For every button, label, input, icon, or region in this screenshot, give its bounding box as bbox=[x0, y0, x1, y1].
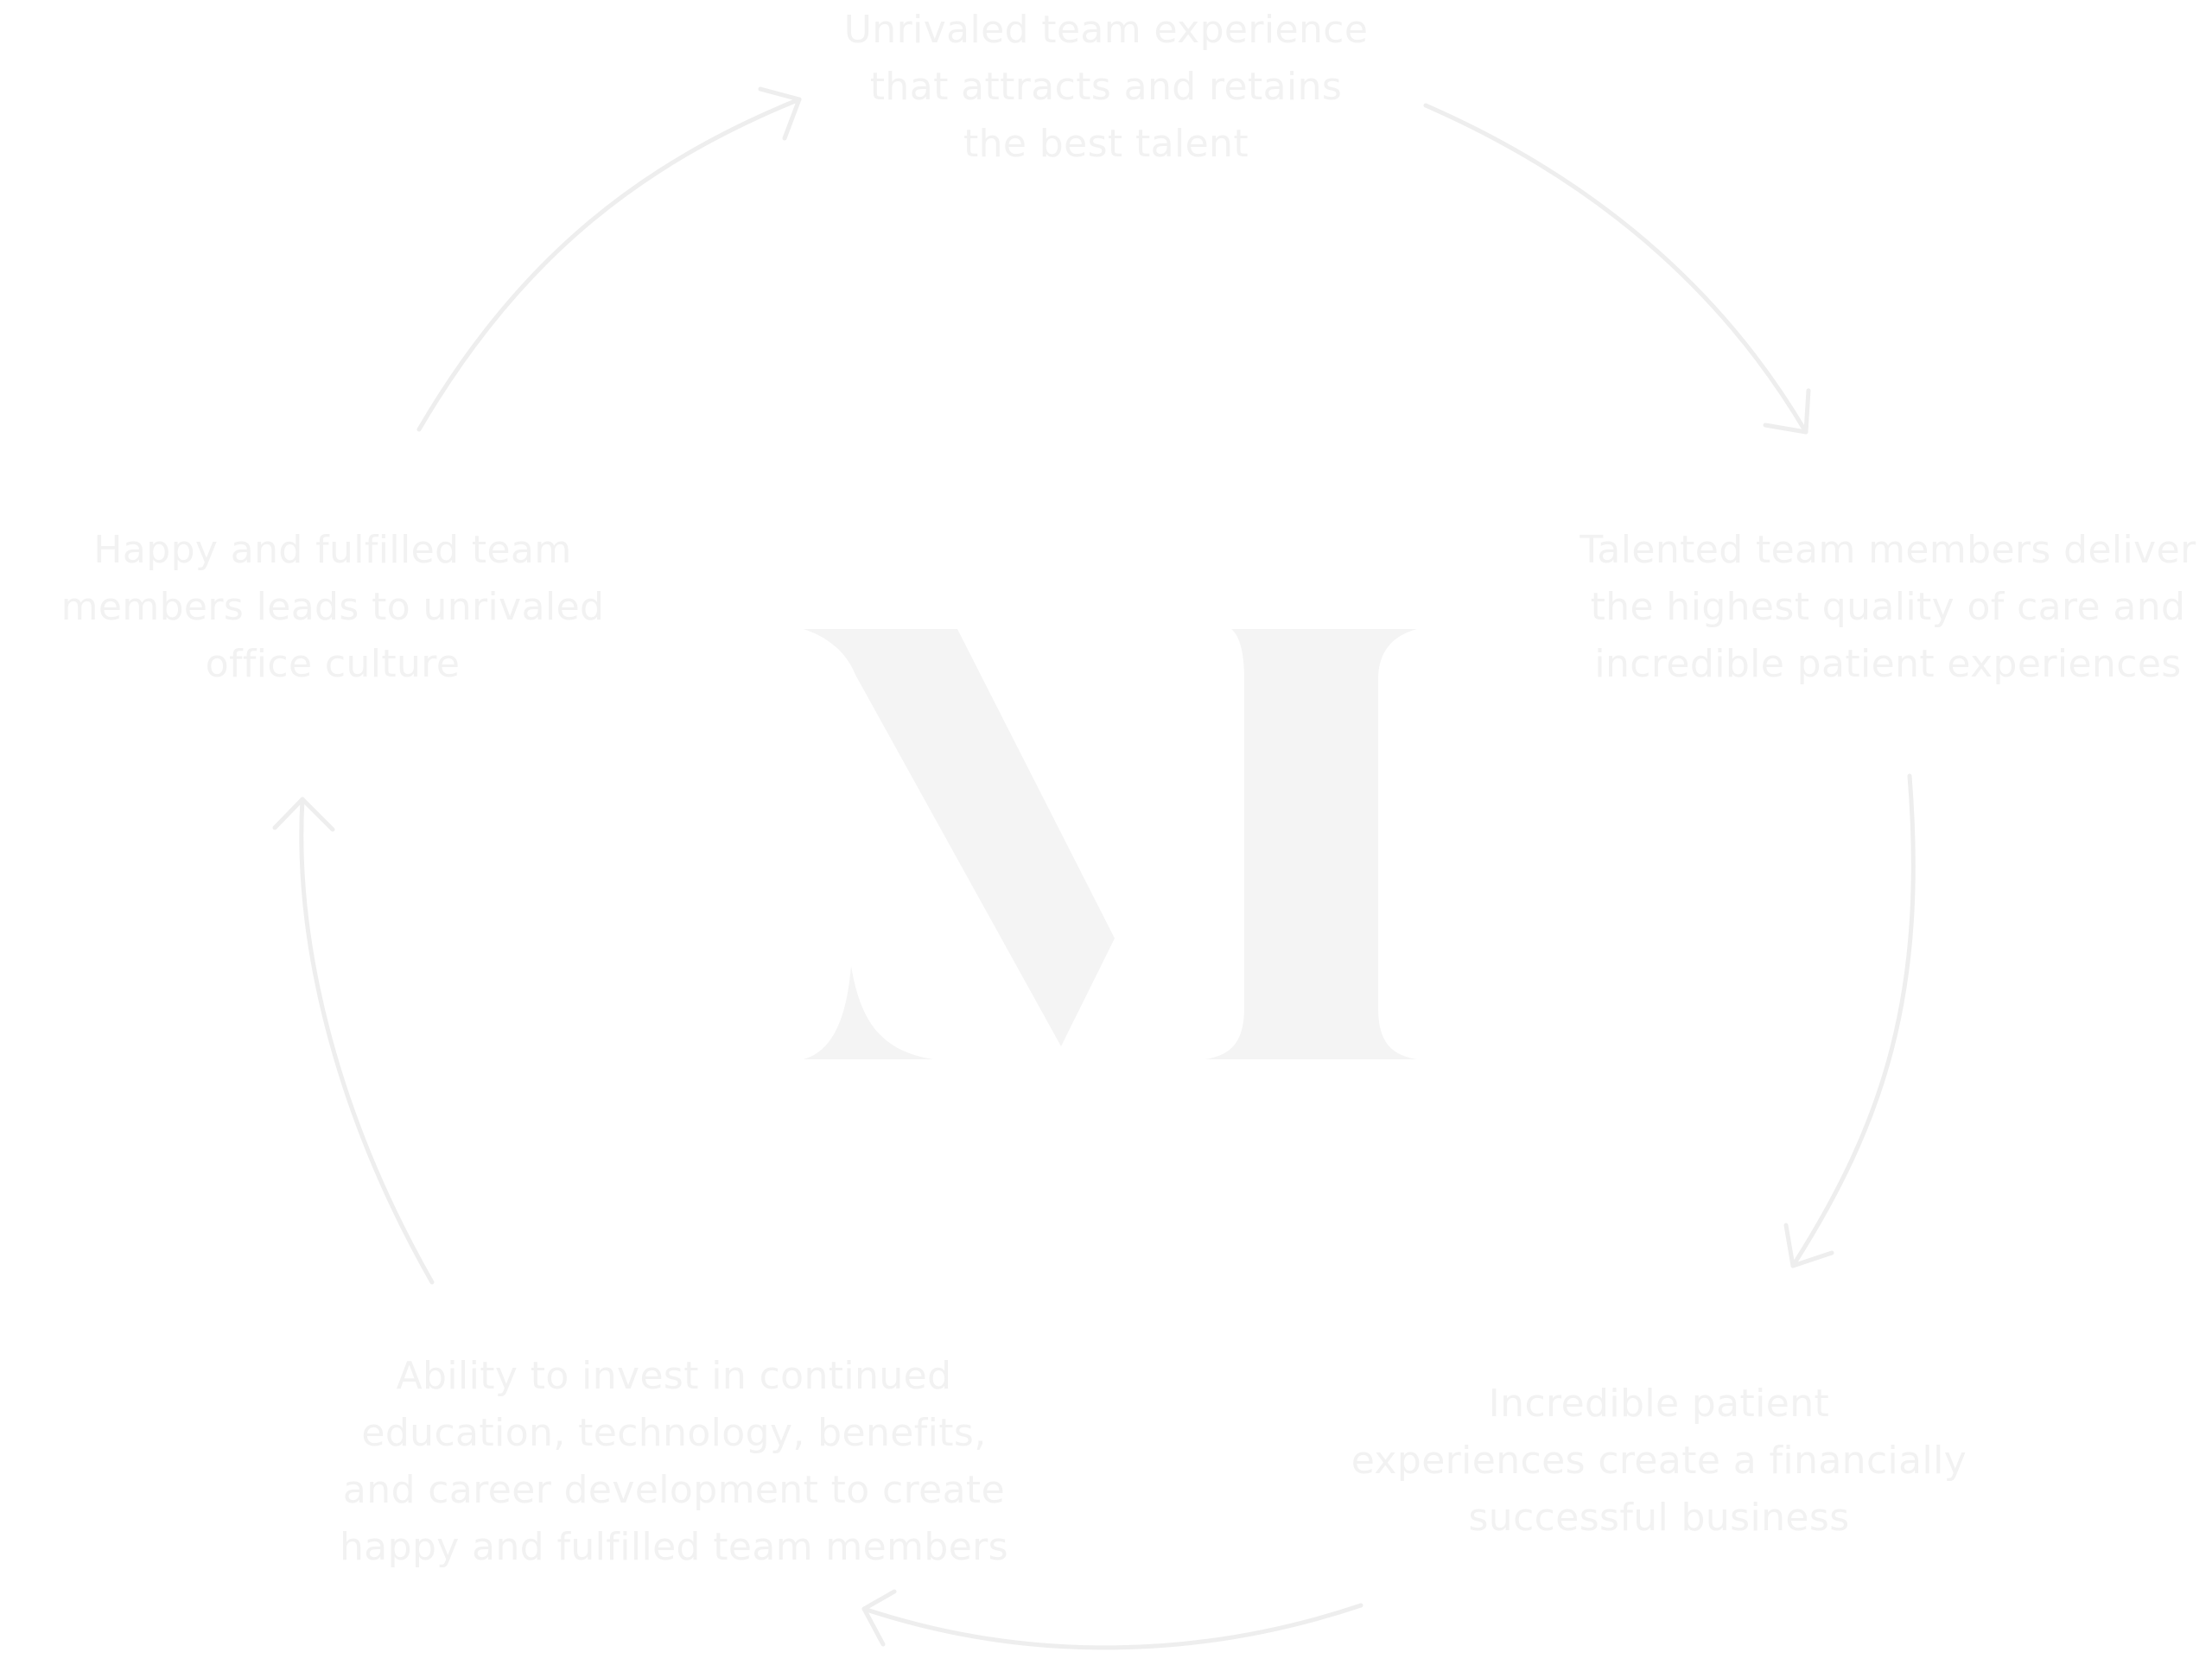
step-line: experiences create a financially bbox=[1351, 1439, 1967, 1483]
step-line: Incredible patient bbox=[1488, 1382, 1830, 1426]
step-invest-development: Ability to invest in continued education… bbox=[311, 1348, 1037, 1576]
arrow-experience-to-care bbox=[1423, 103, 1811, 435]
step-line: the highest quality of care and bbox=[1590, 585, 2186, 629]
step-line: incredible patient experiences bbox=[1594, 642, 2182, 686]
step-line: and career development to create bbox=[342, 1468, 1006, 1512]
step-line: the best talent bbox=[963, 122, 1249, 166]
step-line: successful business bbox=[1468, 1496, 1850, 1540]
step-line: Happy and fulfilled team bbox=[93, 528, 572, 572]
step-quality-care: Talented team members deliver the highes… bbox=[1564, 522, 2212, 693]
step-line: Ability to invest in continued bbox=[396, 1354, 952, 1398]
arrow-investment-to-culture bbox=[272, 797, 435, 1285]
step-line: Unrivaled team experience bbox=[843, 8, 1369, 52]
step-line: happy and fulfilled team members bbox=[340, 1525, 1008, 1569]
m-monogram-logo bbox=[804, 629, 1417, 1059]
step-financial-success: Incredible patient experiences create a … bbox=[1322, 1376, 1996, 1547]
step-line: Talented team members deliver bbox=[1580, 528, 2196, 572]
arrow-business-to-investment bbox=[861, 1589, 1363, 1650]
step-line: office culture bbox=[205, 642, 461, 686]
step-line: education, technology, benefits, bbox=[361, 1411, 987, 1455]
step-team-experience: Unrivaled team experience that attracts … bbox=[804, 2, 1408, 173]
arrow-care-to-business bbox=[1783, 773, 1916, 1268]
step-line: members leads to unrivaled bbox=[60, 585, 605, 629]
arrow-culture-to-experience bbox=[416, 86, 802, 432]
step-office-culture: Happy and fulfilled team members leads t… bbox=[35, 522, 631, 693]
step-line: that attracts and retains bbox=[869, 65, 1343, 109]
